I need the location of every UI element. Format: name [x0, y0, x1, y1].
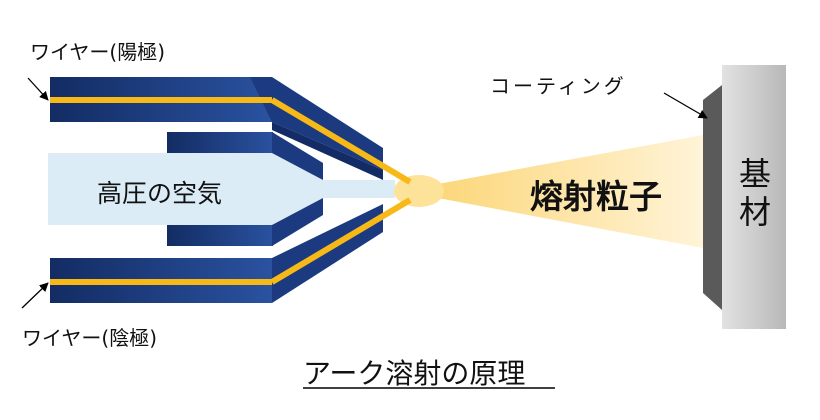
diagram-caption: アーク溶射の原理 — [303, 357, 526, 390]
coating-layer — [703, 85, 722, 310]
spray-cone — [438, 135, 703, 248]
compressed-air-region — [48, 153, 395, 225]
label-wire-cathode: ワイヤー(陰極) — [22, 326, 158, 350]
arrow-anode — [27, 77, 49, 101]
label-coating: コーティング — [490, 74, 627, 98]
label-wire-anode: ワイヤー(陽極) — [30, 40, 166, 64]
bottom-wire-nozzle — [50, 197, 412, 303]
arrow-cathode — [21, 282, 49, 309]
label-substrate: 基材 — [739, 155, 772, 231]
label-compressed-air: 高圧の空気 — [97, 179, 223, 208]
substrate-block — [722, 65, 786, 329]
label-sprayed-particles: 熔射粒子 — [530, 177, 662, 216]
air-nozzle — [167, 132, 323, 246]
arrow-coating — [663, 92, 708, 119]
top-wire-nozzle — [50, 77, 412, 185]
